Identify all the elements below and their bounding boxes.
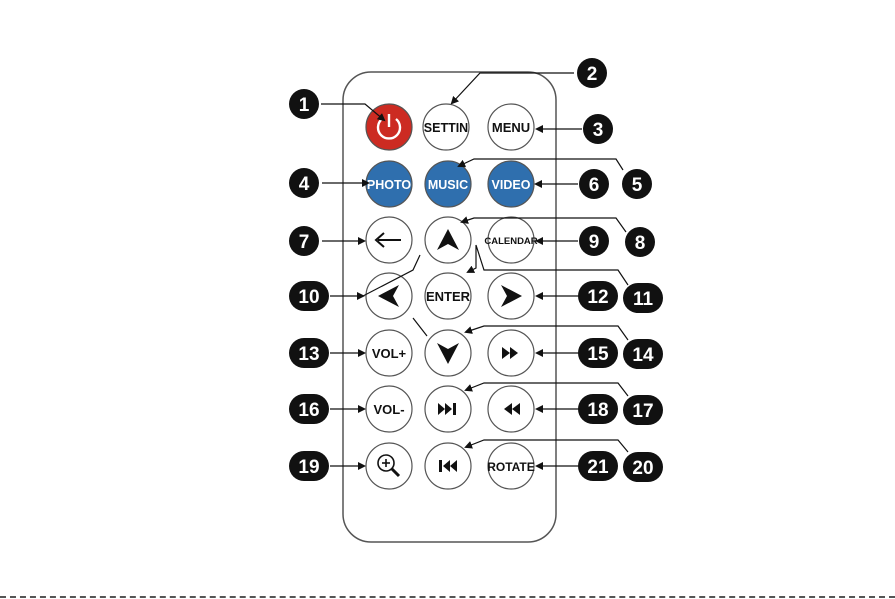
callout-13-number: 13	[298, 344, 319, 365]
callout-15: 15	[578, 338, 618, 368]
callout-2: 2	[577, 58, 607, 88]
enter-button[interactable]: ENTER	[425, 273, 471, 319]
callout-7-number: 7	[299, 232, 310, 253]
previous-button[interactable]	[425, 443, 471, 489]
vol-minus-button[interactable]: VOL-	[366, 386, 412, 432]
callout-14: 14	[623, 339, 663, 369]
callout-13: 13	[289, 338, 329, 368]
calendar-label: CALENDAR	[484, 236, 537, 247]
vol-plus-label: VOL+	[372, 346, 407, 361]
callout-20: 20	[623, 452, 663, 482]
menu-button[interactable]: MENU	[488, 104, 534, 150]
down-button[interactable]	[425, 330, 471, 376]
callout-8-number: 8	[635, 233, 646, 254]
rotate-label: ROTATE	[487, 460, 535, 474]
photo-label: PHOTO	[367, 178, 411, 192]
callout-10: 10	[289, 281, 329, 311]
menu-label: MENU	[492, 120, 530, 135]
callout-6: 6	[579, 169, 609, 199]
callout-21: 21	[578, 451, 618, 481]
left-button[interactable]	[366, 273, 412, 319]
callout-1-number: 1	[299, 95, 310, 116]
callout-2-number: 2	[587, 64, 598, 85]
up-button[interactable]	[425, 217, 471, 263]
callout-5-number: 5	[632, 175, 643, 196]
callout-12: 12	[578, 281, 618, 311]
callout-11-number: 11	[633, 289, 654, 310]
callout-19-number: 19	[298, 457, 319, 478]
callout-17: 17	[623, 395, 663, 425]
photo-button[interactable]: PHOTO	[366, 161, 412, 207]
video-label: VIDEO	[492, 178, 531, 192]
right-button[interactable]	[488, 273, 534, 319]
setting-label: SETTIN	[424, 121, 468, 135]
fast-forward-button[interactable]	[488, 330, 534, 376]
callout-18: 18	[578, 394, 618, 424]
back-button[interactable]	[366, 217, 412, 263]
callout-14-number: 14	[632, 345, 654, 366]
callout-15-number: 15	[587, 344, 609, 365]
callout-19: 19	[289, 451, 329, 481]
callout-16-number: 16	[298, 400, 319, 421]
callout-7: 7	[289, 226, 319, 256]
bottom-dashed-border	[0, 596, 895, 598]
music-button[interactable]: MUSIC	[425, 161, 471, 207]
vol-minus-label: VOL-	[373, 402, 404, 417]
callout-8: 8	[625, 227, 655, 257]
callout-18-number: 18	[587, 400, 608, 421]
enter-label: ENTER	[426, 289, 471, 304]
setting-button[interactable]: SETTIN	[423, 104, 469, 150]
callout-3-number: 3	[593, 120, 604, 141]
callout-11: 11	[623, 283, 663, 313]
callout-12-number: 12	[587, 287, 608, 308]
callout-16: 16	[289, 394, 329, 424]
callout-9-number: 9	[589, 232, 600, 253]
callout-21-number: 21	[587, 457, 609, 478]
callout-1: 1	[289, 89, 319, 119]
callout-9: 9	[579, 226, 609, 256]
zoom-button[interactable]	[366, 443, 412, 489]
callout-4: 4	[289, 168, 319, 198]
callout-20-number: 20	[632, 458, 653, 479]
callout-5: 5	[622, 169, 652, 199]
callout-3: 3	[583, 114, 613, 144]
callout-10-number: 10	[298, 287, 319, 308]
music-label: MUSIC	[428, 178, 468, 192]
next-button[interactable]	[425, 386, 471, 432]
rotate-button[interactable]: ROTATE	[487, 443, 535, 489]
callout-4-number: 4	[299, 174, 310, 195]
vol-plus-button[interactable]: VOL+	[366, 330, 412, 376]
video-button[interactable]: VIDEO	[488, 161, 534, 207]
callout-17-number: 17	[632, 401, 653, 422]
rewind-button[interactable]	[488, 386, 534, 432]
callout-6-number: 6	[589, 175, 600, 196]
